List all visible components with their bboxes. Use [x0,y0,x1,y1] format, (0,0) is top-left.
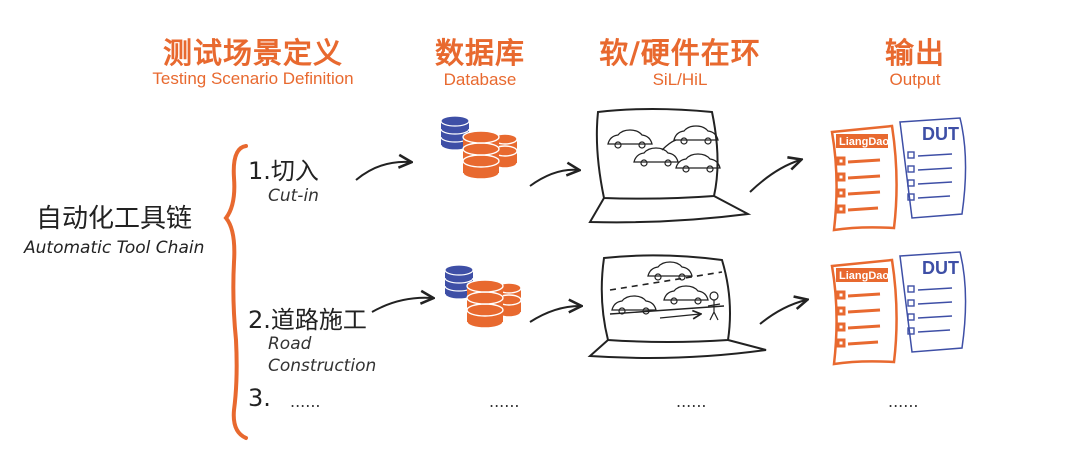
root-title: 自动化工具链 [36,204,193,234]
arrow [749,160,800,193]
arrow [355,162,410,181]
scenario-1-title: 1.切入 [248,157,319,185]
arrow [371,298,432,313]
scenario-2-subtitle-line2: Construction [268,356,377,376]
root-subtitle: Automatic Tool Chain [24,238,205,258]
laptop-icon [587,254,767,359]
scenario-2-title: 2.道路施工 [248,306,367,334]
sil-hil-ellipsis: ...... [676,392,707,411]
database-ellipsis: ...... [489,392,520,411]
column-subheader-scenario: Testing Scenario Definition [152,69,354,88]
arrow [529,170,578,187]
column-header-database: 数据库 [434,36,525,70]
scenario-3-title: 3. [248,384,271,412]
column-subheader-database: Database [443,70,517,89]
scenario-3-ellipsis: ...... [290,392,321,411]
scenario-1-subtitle: Cut-in [268,186,319,206]
database-icon [440,115,518,180]
column-header-scenario: 测试场景定义 [162,36,343,70]
output-report-icon [830,116,968,232]
column-subheader-output: Output [889,70,941,89]
column-header-output: 输出 [884,36,945,70]
arrow [759,300,806,325]
output-ellipsis: ...... [888,392,919,411]
column-header-sil-hil: 软/硬件在环 [599,36,761,70]
laptop-icon [588,108,752,224]
arrow [529,306,580,323]
scenario-2-subtitle-line1: Road [268,334,312,354]
column-subheader-sil-hil: SiL/HiL [652,70,708,89]
output-report-icon [830,250,968,366]
brace [223,144,248,440]
database-icon [444,264,522,329]
